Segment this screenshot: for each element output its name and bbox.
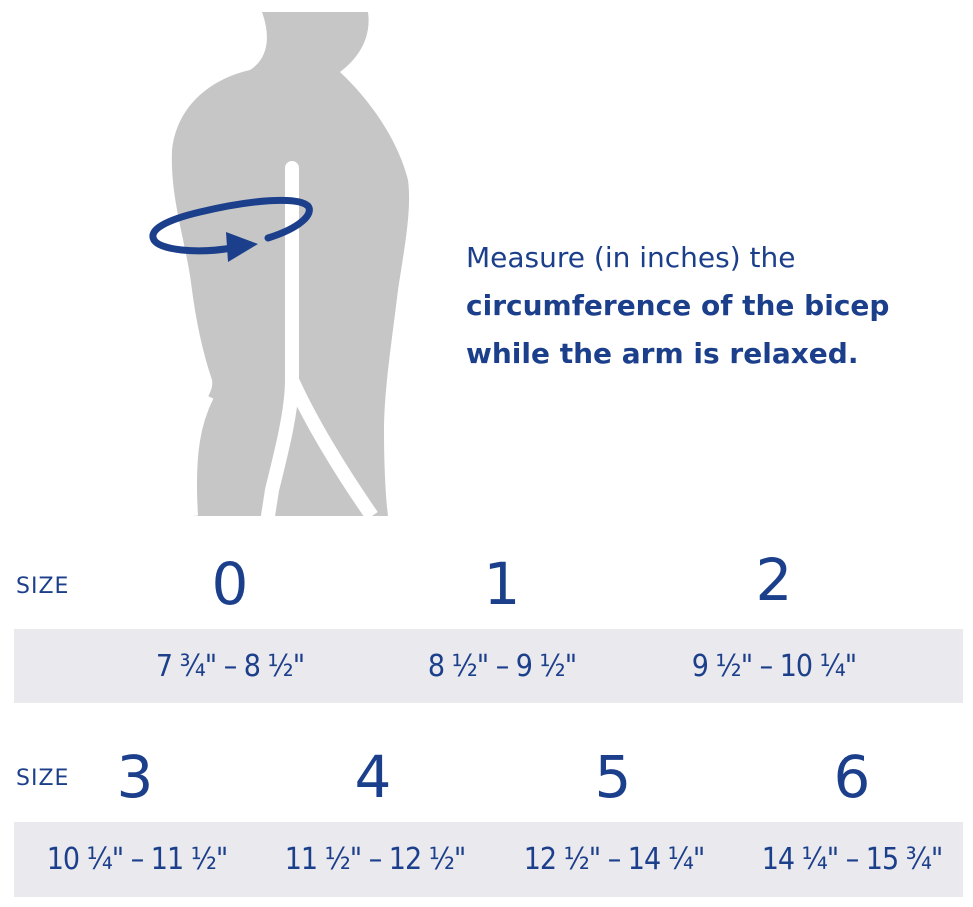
size-number-2: 2 (755, 546, 793, 614)
size-number-0: 0 (211, 550, 249, 618)
size-number-4: 4 (354, 743, 392, 811)
instruction-text: Measure (in inches) the circumference of… (466, 234, 966, 378)
measuring-arrow-back (149, 196, 313, 244)
size-number-5: 5 (594, 743, 632, 811)
size-range-0: 7 ¾" – 8 ½" (155, 649, 305, 684)
instruction-line-1: Measure (in inches) the (466, 241, 796, 274)
size-number-3: 3 (116, 743, 154, 811)
instruction-line-3: while the arm is relaxed. (466, 337, 859, 370)
size-label-row-1: SIZE (16, 574, 70, 599)
size-range-band-row-1 (14, 629, 963, 703)
measuring-arrowhead (226, 232, 258, 262)
size-number-6: 6 (833, 743, 871, 811)
size-label-row-2: SIZE (16, 766, 70, 791)
size-range-band-row-2 (14, 822, 963, 897)
size-range-6: 14 ¼" – 15 ¾" (761, 842, 944, 877)
measuring-arrow-front (150, 236, 236, 255)
arm-torso-gap-lower (285, 377, 378, 520)
size-range-5: 12 ½" – 14 ¼" (523, 842, 706, 877)
instruction-line-2: circumference of the bicep (466, 289, 890, 322)
size-range-2: 9 ½" – 10 ¼" (691, 649, 857, 684)
size-number-1: 1 (483, 550, 521, 618)
size-range-1: 8 ½" – 9 ½" (427, 649, 577, 684)
arm-measurement-illustration (149, 12, 410, 520)
size-range-3: 10 ¼" – 11 ½" (46, 842, 229, 877)
arm-underside-gap (184, 393, 214, 517)
size-range-4: 11 ½" – 12 ½" (284, 842, 467, 877)
